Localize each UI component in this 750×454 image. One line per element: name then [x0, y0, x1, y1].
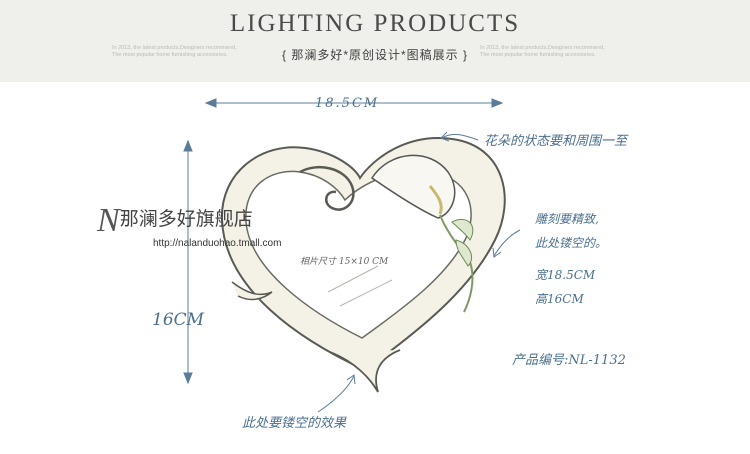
glass-reflection: [327, 265, 393, 307]
width-spec: 宽18.5CM: [535, 268, 596, 282]
header-small-left-line1: In 2013, the latest products,Designers r…: [112, 45, 237, 51]
bottom-ribbon: [329, 349, 401, 393]
height-dimension-line: [183, 139, 193, 385]
calla-lily: [370, 154, 474, 313]
height-spec: 高16CM: [535, 292, 584, 306]
page-subtitle: { 那澜多好*原创设计*图稿展示 }: [281, 48, 469, 62]
left-ribbon: [231, 281, 273, 301]
flower-note-arrow: [440, 131, 479, 142]
watermark-url[interactable]: http://nalanduohao.tmall.com: [153, 238, 282, 249]
header-small-right-line2: The most popular home furnishing accesso…: [480, 52, 596, 58]
height-dimension-label: 16CM: [152, 310, 205, 330]
store-watermark: N那澜多好旗舰店: [97, 202, 253, 240]
watermark-store-name: 那澜多好旗舰店: [119, 209, 253, 230]
header-small-left: In 2013, the latest products,Designers r…: [112, 45, 237, 59]
header-small-right: In 2013, the latest products,Designers r…: [480, 45, 605, 59]
watermark-initial: N: [97, 202, 120, 239]
page-title: LIGHTING PRODUCTS: [229, 10, 521, 37]
bottom-note: 此处要镂空的效果: [242, 416, 347, 431]
carving-note-line1: 雕刻要精致,: [535, 212, 599, 226]
product-code: 产品编号:NL-1132: [512, 353, 626, 368]
width-dimension-label: 18.5CM: [315, 96, 380, 111]
flower-note: 花朵的状态要和周围一至: [484, 134, 628, 149]
spiral-scroll: [299, 165, 355, 211]
bottom-note-arrow: [317, 374, 356, 413]
header-small-left-line2: The most popular home furnishing accesso…: [112, 52, 228, 58]
width-dimension-line: [204, 98, 504, 108]
header-banner: In 2013, the latest products,Designers r…: [0, 0, 750, 82]
carving-note-line2: 此处镂空的。: [535, 236, 608, 250]
carving-note-arrow: [492, 229, 521, 258]
header-small-right-line1: In 2013, the latest products,Designers r…: [480, 45, 605, 51]
photo-size-label: 相片尺寸 15×10 CM: [300, 257, 389, 267]
